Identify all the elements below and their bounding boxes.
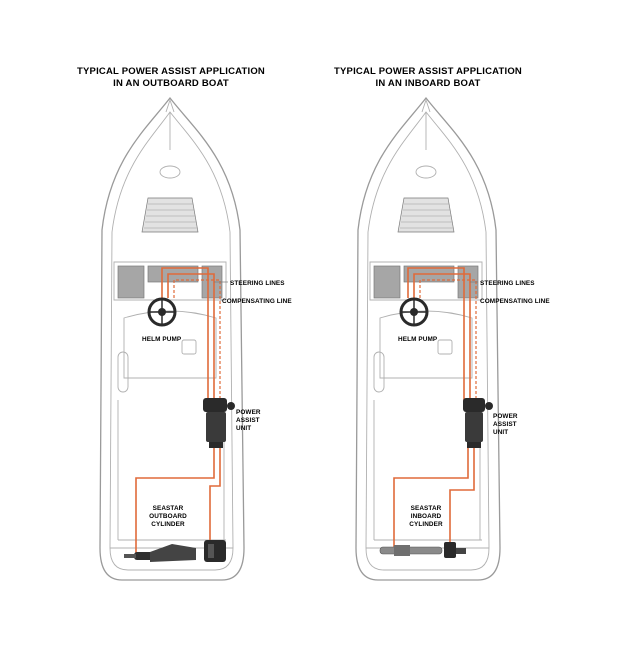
inboard-power-label: POWER bbox=[493, 413, 518, 420]
outboard-cylinder-label-1: SEASTAR bbox=[153, 505, 184, 512]
foredeck-pad bbox=[141, 197, 199, 233]
inboard-helm-wheel bbox=[399, 297, 429, 327]
outboard-compensating-line-label: COMPENSATING LINE bbox=[222, 298, 292, 305]
inboard-cylinder bbox=[379, 542, 466, 558]
inboard-foredeck-pad bbox=[397, 197, 455, 233]
inboard-bow-hatch bbox=[415, 165, 437, 179]
inboard-compensating-line bbox=[419, 279, 477, 405]
inboard-cylinder-label-3: CYLINDER bbox=[409, 521, 443, 528]
inboard-helm-pump-label: HELM PUMP bbox=[398, 336, 438, 343]
inboard-side-seat bbox=[373, 351, 385, 393]
inboard-title-line2: IN AN INBOARD BOAT bbox=[376, 78, 481, 89]
outboard-labels: STEERING LINES COMPENSATING LINE HELM PU… bbox=[142, 280, 292, 528]
inboard-hull bbox=[355, 96, 501, 581]
inboard-console-gauge bbox=[437, 339, 453, 355]
outboard-compensating-line bbox=[173, 279, 221, 405]
outboard-cylinder-label-3: CYLINDER bbox=[151, 521, 185, 528]
outboard-diagram: TYPICAL POWER ASSIST APPLICATION IN AN O… bbox=[77, 66, 292, 581]
outboard-helm-pump-label: HELM PUMP bbox=[142, 336, 182, 343]
outboard-helm-wheel bbox=[147, 297, 177, 327]
inboard-unit-label: UNIT bbox=[493, 429, 508, 436]
outboard-cylinder bbox=[124, 540, 226, 562]
outboard-cylinder-label-2: OUTBOARD bbox=[149, 513, 187, 520]
outboard-steering-lines-label: STEERING LINES bbox=[230, 280, 285, 287]
outboard-steering-lines bbox=[135, 267, 221, 556]
inboard-steering-lines bbox=[393, 267, 475, 548]
inboard-windshield-pad-left bbox=[373, 265, 401, 299]
outboard-hull bbox=[99, 96, 245, 581]
inboard-power-assist-unit bbox=[463, 398, 493, 448]
inboard-cylinder-label-2: INBOARD bbox=[411, 513, 442, 520]
inboard-compensating-line-label: COMPENSATING LINE bbox=[480, 298, 550, 305]
outboard-title-line1: TYPICAL POWER ASSIST APPLICATION bbox=[77, 66, 265, 77]
side-seat bbox=[117, 351, 129, 393]
outboard-title-line2: IN AN OUTBOARD BOAT bbox=[113, 78, 229, 89]
outboard-power-assist-unit bbox=[203, 398, 235, 448]
windshield-pad-left bbox=[117, 265, 145, 299]
inboard-title-line1: TYPICAL POWER ASSIST APPLICATION bbox=[334, 66, 522, 77]
inboard-diagram: TYPICAL POWER ASSIST APPLICATION IN AN I… bbox=[334, 66, 550, 581]
inboard-labels: STEERING LINES COMPENSATING LINE HELM PU… bbox=[398, 280, 550, 528]
console-gauge bbox=[181, 339, 197, 355]
inboard-assist-label: ASSIST bbox=[493, 421, 517, 428]
outboard-assist-label: ASSIST bbox=[236, 417, 260, 424]
inboard-cylinder-label-1: SEASTAR bbox=[411, 505, 442, 512]
inboard-steering-lines-label: STEERING LINES bbox=[480, 280, 535, 287]
outboard-unit-label: UNIT bbox=[236, 425, 251, 432]
bow-hatch bbox=[159, 165, 181, 179]
outboard-power-label: POWER bbox=[236, 409, 261, 416]
